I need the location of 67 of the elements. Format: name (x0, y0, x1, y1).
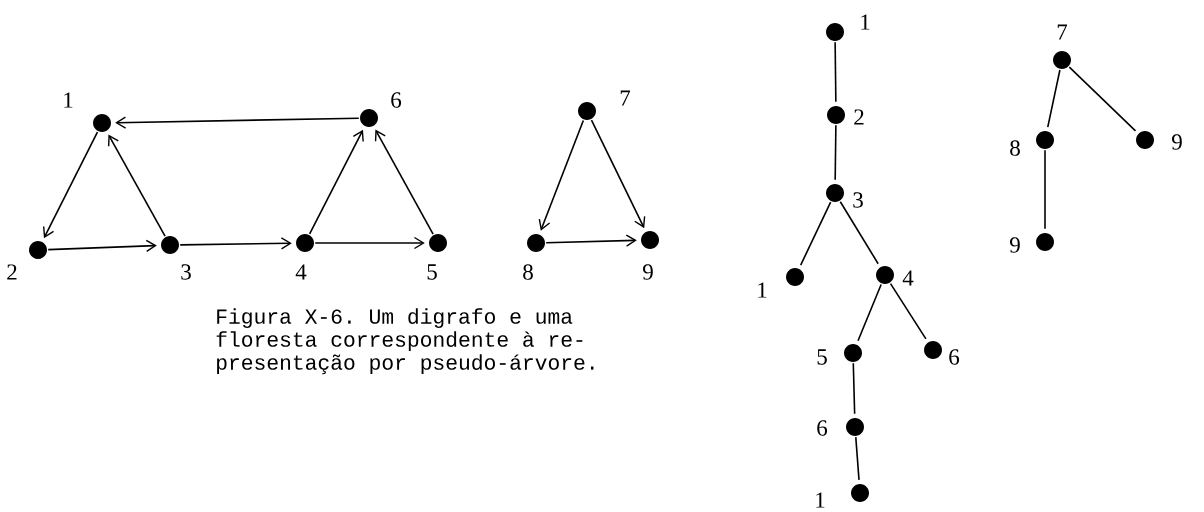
vertex: 4 (295, 234, 314, 280)
tree-edge (855, 436, 860, 481)
node-label: 1 (758, 282, 767, 298)
tree-edge (889, 282, 927, 340)
arrow (47, 239, 157, 253)
caption: Figura X-6. Um digrafo e uma floresta correspondente à re- presentação por pseudo-árvore. (216, 308, 594, 375)
vertex: 1 (758, 268, 804, 298)
vertex: 9 (1010, 233, 1054, 253)
arrow (179, 237, 292, 250)
arrow (115, 116, 360, 129)
vertex: 2 (827, 106, 864, 125)
vertex: 5 (817, 344, 862, 365)
arrow (43, 131, 99, 239)
tree-edge (834, 124, 837, 181)
node-label: 1 (816, 492, 825, 508)
node-label: 2 (854, 109, 864, 125)
node-label: 3 (181, 264, 191, 280)
vertex: 1 (64, 92, 111, 132)
arrow (107, 134, 166, 237)
vertex: 8 (1010, 131, 1054, 156)
vertex: 3 (826, 184, 863, 208)
node-label: 6 (391, 92, 402, 108)
node-label: 9 (1010, 237, 1020, 253)
node-label: 6 (949, 349, 960, 365)
vertex: 5 (427, 234, 447, 280)
arrow (374, 129, 434, 235)
vertex: 7 (1053, 24, 1071, 69)
vertex: 8 (523, 234, 545, 280)
vertex: 1 (816, 484, 869, 508)
arrow (308, 129, 364, 235)
tree-edge (1046, 69, 1061, 128)
tree-edge (1044, 149, 1046, 230)
tree-edge (834, 41, 837, 103)
node-label: 4 (902, 270, 914, 286)
node-label: 5 (427, 264, 437, 280)
vertex: 3 (161, 236, 191, 280)
arrow (314, 236, 425, 250)
node-label: 2 (7, 264, 17, 280)
node-label: 6 (817, 420, 828, 436)
node-label: 7 (1057, 24, 1068, 40)
node-label: 4 (295, 264, 307, 280)
vertex: 1 (826, 14, 870, 41)
tree-edge (799, 201, 832, 266)
node-label: 1 (64, 92, 73, 108)
tree-edge (1068, 66, 1137, 132)
vertex: 2 (7, 241, 47, 280)
tree-edge (839, 200, 879, 265)
arrow (538, 119, 585, 231)
vertex: 6 (360, 92, 402, 127)
vertex: 7 (578, 90, 631, 120)
node-label: 9 (643, 264, 653, 280)
node-label: 5 (817, 349, 827, 365)
vertex: 6 (924, 341, 960, 365)
node-label: 1 (861, 14, 870, 30)
node-label: 8 (523, 264, 533, 280)
node-label: 3 (853, 192, 863, 208)
vertex: 9 (641, 231, 659, 280)
node-label: 8 (1010, 140, 1020, 156)
arrow (545, 234, 637, 247)
node-label: 9 (1172, 134, 1182, 150)
vertex: 6 (817, 418, 864, 436)
tree-edge (857, 283, 882, 342)
tree-edge (852, 362, 856, 415)
node-label: 7 (620, 90, 631, 106)
vertex: 4 (876, 266, 914, 286)
arrow (590, 119, 646, 229)
vertex: 9 (1136, 131, 1182, 150)
